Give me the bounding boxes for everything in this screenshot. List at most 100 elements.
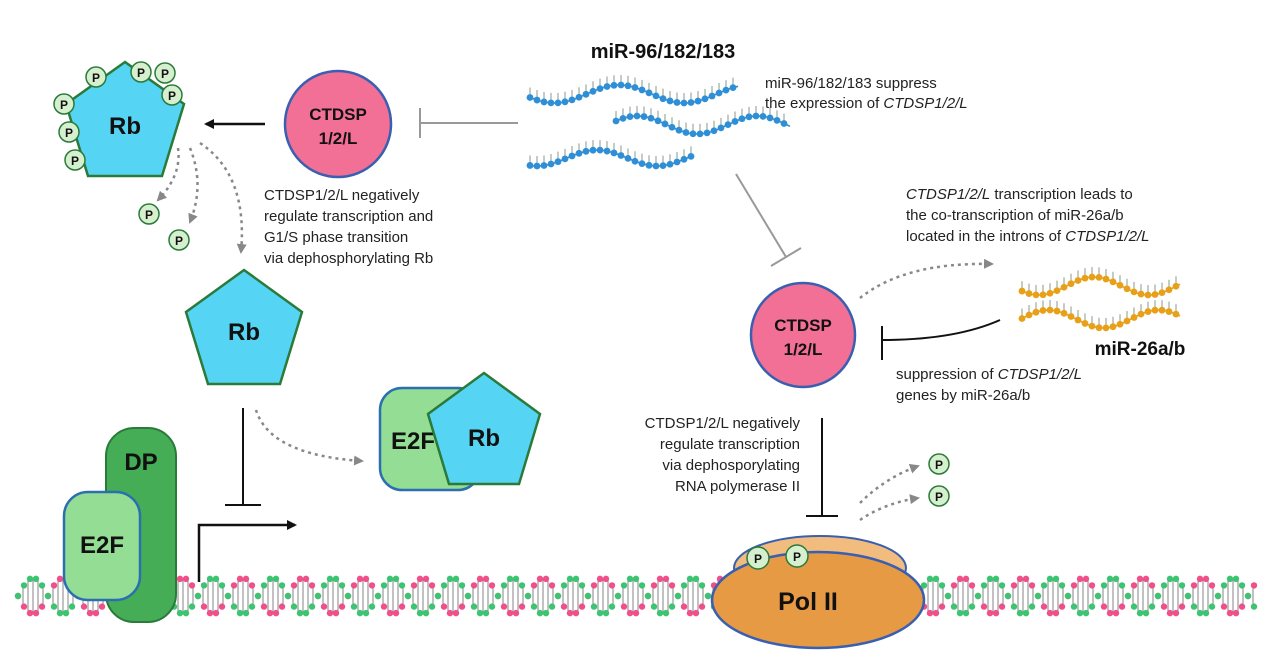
rna-nucleotide [710,127,718,135]
rna-nucleotide [708,92,716,100]
dna-strand-bead [326,609,334,617]
rna-nucleotide [724,121,732,129]
dna-strand-bead [1040,582,1048,589]
dna-strand-bead [1046,609,1054,617]
dna-strand-bead [392,609,400,617]
rna-nucleotide [647,114,655,122]
svg-text:P: P [161,67,169,81]
rna-nucleotide [1158,306,1166,314]
rna-nucleotide [526,162,534,169]
rna-nucleotide [1046,306,1054,314]
dna-strand-bead [1028,603,1036,610]
svg-text:1/2/L: 1/2/L [319,129,358,148]
rna-nucleotide [1025,290,1033,297]
dna-strand-bead [686,575,694,583]
svg-text:1/2/L: 1/2/L [784,340,823,359]
rna-nucleotide [1137,290,1145,298]
dna-strand-bead [620,603,628,610]
dna-strand-bead [584,592,592,600]
svg-text:via dephosporylating: via dephosporylating [662,457,800,474]
dna-strand-bead [506,575,514,583]
dna-strand-bead [1220,603,1228,610]
rna-nucleotide [554,158,562,166]
rna-nucleotide [654,117,662,125]
rna-nucleotide [745,113,753,121]
dna-strand-bead [452,609,460,617]
phospho-icon: P [746,546,770,570]
dna-strand-bead [662,575,670,583]
phospho-icon: P [161,84,183,106]
dna-strand-bead [926,609,934,617]
dna-strand-bead [212,575,220,583]
rna-nucleotide [1151,306,1159,314]
rna-nucleotide [540,98,548,106]
dna-strand-bead [1232,609,1240,617]
dna-strand-bead [638,582,646,589]
dna-strand-bead [176,609,184,617]
ctdsp-node-top: CTDSP 1/2/L [283,69,393,179]
rna-nucleotide [673,99,681,106]
rna-nucleotide [1144,308,1152,315]
dna-strand-bead [542,609,550,617]
mir96-note-line1: miR-96/182/183 suppress [765,75,937,92]
rna-nucleotide [610,149,618,157]
dna-strand-bead [662,609,670,617]
rb-binds-e2f-arrow [254,409,364,466]
dna-strand-bead [398,582,406,589]
dna-strand-bead [1004,592,1012,600]
dna-helix [14,575,1258,617]
dna-strand-bead [1058,603,1066,610]
svg-text:Rb: Rb [228,319,260,346]
rna-nucleotide [738,115,746,123]
dna-strand-bead [1070,603,1078,610]
rna-nucleotide [1039,291,1047,299]
dna-strand-bead [80,603,88,610]
dna-strand-bead [1052,575,1060,583]
svg-text:DP: DP [124,449,157,476]
rna-nucleotide [533,162,541,170]
dna-strand-bead [272,575,280,583]
rna-nucleotide [1046,289,1054,297]
rna-nucleotide [696,130,704,138]
dna-strand-bead [422,609,430,617]
dna-strand-bead [1124,592,1132,600]
dna-strand-bead [1172,575,1180,583]
dna-strand-bead [254,592,262,600]
dna-strand-bead [428,603,436,610]
svg-text:CTDSP: CTDSP [309,105,367,124]
rna-nucleotide [659,162,667,170]
rna-nucleotide [666,97,674,105]
dna-strand-bead [626,575,634,583]
dna-strand-bead [938,603,946,610]
svg-text:G1/S phase transition: G1/S phase transition [264,229,408,246]
rna-nucleotide [668,123,676,131]
phospho-icon: P [130,61,152,83]
dna-strand-bead [230,603,238,610]
rna-nucleotide [1109,278,1117,286]
dna-strand-bead [638,603,646,610]
rna-nucleotide [717,124,725,132]
dna-strand-bead [188,603,196,610]
dna-strand-bead [236,609,244,617]
dna-strand-bead [1190,582,1198,589]
dna-strand-bead [1112,575,1120,583]
rna-nucleotide [1095,324,1103,332]
dna-strand-bead [1070,582,1078,589]
svg-text:E2F: E2F [80,532,124,559]
dna-strand-bead [320,582,328,589]
dna-strand-bead [374,592,382,600]
dna-strand-bead [608,582,616,589]
svg-text:RNA polymerase II: RNA polymerase II [675,478,800,495]
svg-text:suppression of CTDSP1/2/L: suppression of CTDSP1/2/L [896,366,1082,383]
svg-text:the co-transcription of miR-26: the co-transcription of miR-26a/b [906,207,1124,224]
dna-strand-bead [920,582,928,589]
dna-strand-bead [38,582,46,589]
rna-nucleotide [652,92,660,100]
phospho-icon: P [85,66,107,88]
phospho-icon: P [64,149,86,171]
svg-text:CTDSP: CTDSP [774,316,832,335]
rb-label-top: Rb [109,113,141,140]
dna-strand-bead [32,575,40,583]
dna-strand-bead [284,592,292,600]
dna-strand-bead [446,575,454,583]
